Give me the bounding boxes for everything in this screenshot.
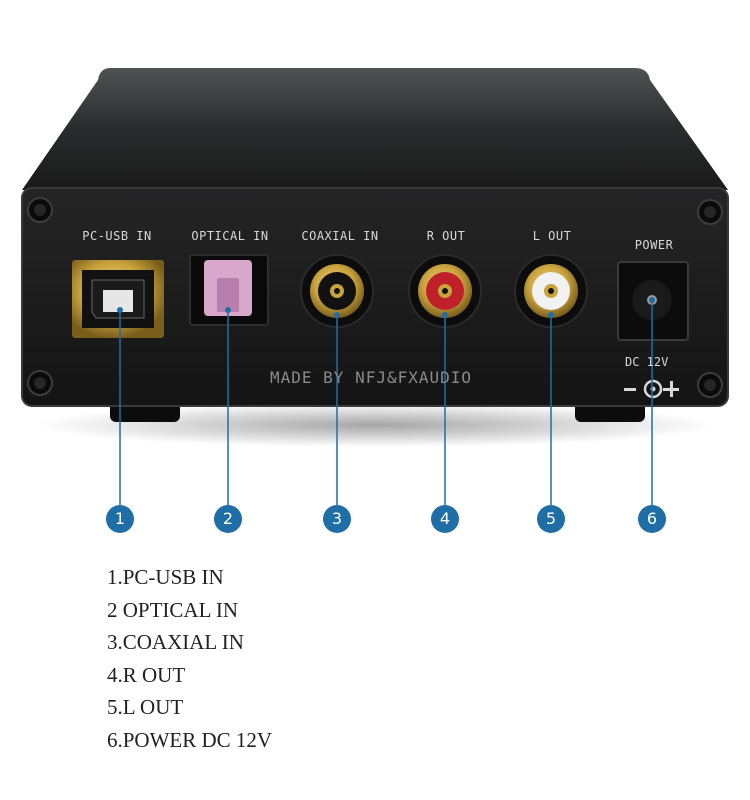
port-legend: 1.PC-USB IN 2 OPTICAL IN 3.COAXIAL IN 4.… (107, 561, 272, 756)
legend-item: 2 OPTICAL IN (107, 597, 239, 622)
callout-badge-3: 3 (323, 505, 351, 533)
legend-item: 5.L OUT (107, 695, 184, 719)
legend-item: 4.R OUT (107, 662, 186, 687)
panel-label-l-out: L OUT (532, 229, 572, 243)
legend-item: 1.PC-USB IN (107, 565, 224, 589)
coaxial-rca-jack (300, 254, 374, 328)
panel-label-power: POWER (634, 238, 674, 252)
panel-label-r-out: R OUT (426, 229, 466, 243)
callout-badge-1: 1 (106, 505, 134, 533)
legend-item: 3.COAXIAL IN (107, 630, 244, 654)
panel-label-coaxial-in: COAXIAL IN (301, 229, 379, 243)
callout-badge-5: 5 (537, 505, 565, 533)
optical-port (189, 254, 269, 326)
chassis-top (22, 68, 728, 190)
dc-rating-text: DC 12V (625, 355, 669, 369)
floor-shadow (35, 403, 715, 447)
screw-icon (27, 197, 53, 223)
screw-icon (697, 372, 723, 398)
l-out-rca-jack (514, 254, 588, 328)
callout-badge-6: 6 (638, 505, 666, 533)
callout-lines (119, 300, 653, 505)
screw-icon (697, 199, 723, 225)
legend-item: 6.POWER DC 12V (107, 727, 273, 752)
r-out-rca-jack (408, 254, 482, 328)
screw-icon (27, 370, 53, 396)
panel-label-pc-usb-in: PC-USB IN (82, 229, 152, 243)
callout-badge-4: 4 (431, 505, 459, 533)
callout-anchors (117, 297, 655, 318)
panel-label-optical-in: OPTICAL IN (191, 229, 269, 243)
brand-text: MADE BY NFJ&FXAUDIO (270, 368, 473, 387)
callout-badge-2: 2 (214, 505, 242, 533)
usb-b-port (72, 260, 164, 338)
